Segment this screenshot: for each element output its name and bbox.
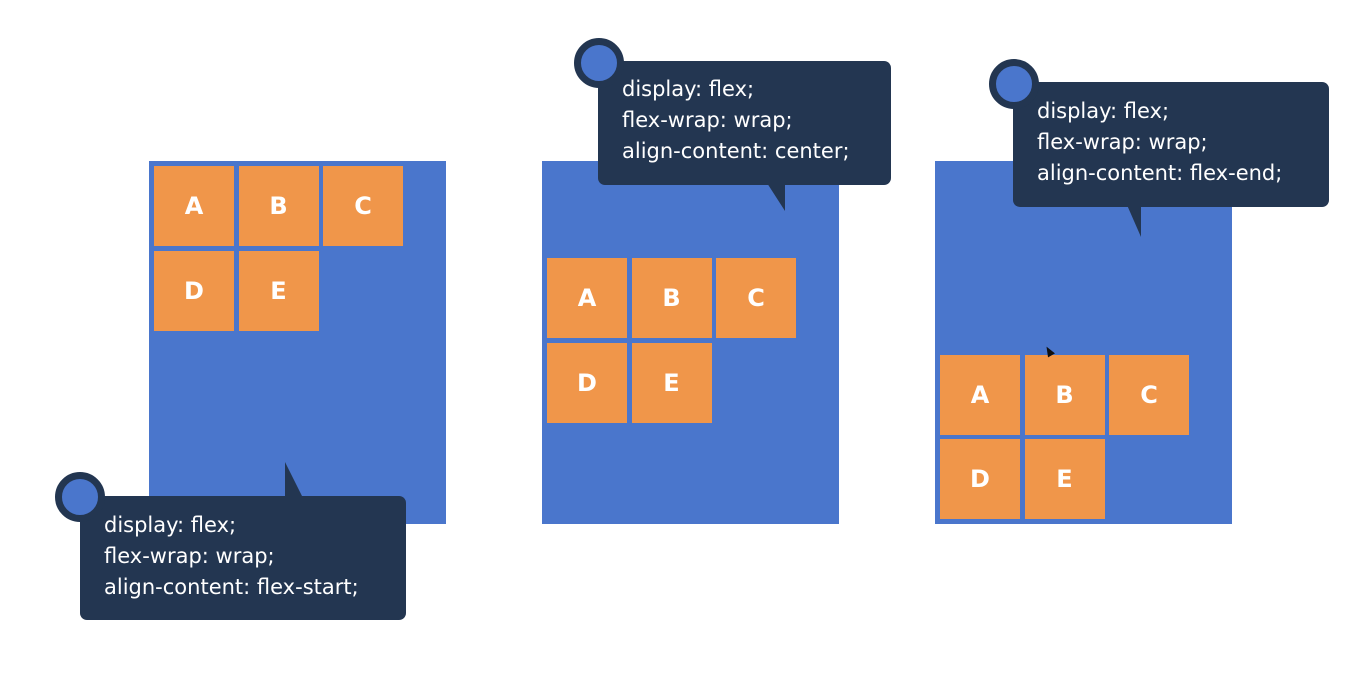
code-line: display: flex;	[622, 77, 755, 101]
code-line: display: flex;	[104, 513, 237, 537]
flex-item-d: D	[547, 342, 627, 423]
flex-item-a: A	[547, 258, 627, 338]
flex-item-a: A	[940, 354, 1020, 435]
flex-item-d: D	[154, 250, 234, 331]
flex-item-c: C	[323, 166, 403, 246]
code-line: align-content: center;	[622, 139, 850, 163]
code-callout-flex-start: display: flex; flex-wrap: wrap; align-co…	[80, 496, 406, 620]
flex-item-a: A	[154, 166, 234, 246]
callout-marker-dot	[989, 59, 1039, 109]
callout-tail	[1127, 205, 1141, 237]
code-callout-center: display: flex; flex-wrap: wrap; align-co…	[598, 61, 891, 185]
code-line: align-content: flex-end;	[1037, 161, 1283, 185]
flex-item-c: C	[716, 258, 796, 338]
callout-marker-dot	[55, 472, 105, 522]
flex-item-e: E	[238, 250, 319, 331]
flex-container-flex-start: A B C D E	[149, 161, 446, 524]
flex-container-center: A B C D E	[542, 161, 839, 524]
flex-container-flex-end: A B C D E	[935, 161, 1232, 524]
code-line: flex-wrap: wrap;	[622, 108, 793, 132]
callout-marker-dot	[574, 38, 624, 88]
flex-item-e: E	[631, 342, 712, 423]
flex-item-e: E	[1024, 439, 1105, 519]
callout-tail	[285, 462, 303, 498]
flex-item-b: B	[1024, 354, 1105, 435]
callout-tail	[767, 183, 785, 211]
flex-item-d: D	[940, 439, 1020, 519]
flex-item-c: C	[1109, 354, 1189, 435]
code-line: align-content: flex-start;	[104, 575, 359, 599]
code-line: flex-wrap: wrap;	[104, 544, 275, 568]
code-line: flex-wrap: wrap;	[1037, 130, 1208, 154]
flex-item-b: B	[238, 166, 319, 246]
flex-item-b: B	[631, 258, 712, 338]
code-callout-flex-end: display: flex; flex-wrap: wrap; align-co…	[1013, 82, 1329, 207]
code-line: display: flex;	[1037, 99, 1170, 123]
